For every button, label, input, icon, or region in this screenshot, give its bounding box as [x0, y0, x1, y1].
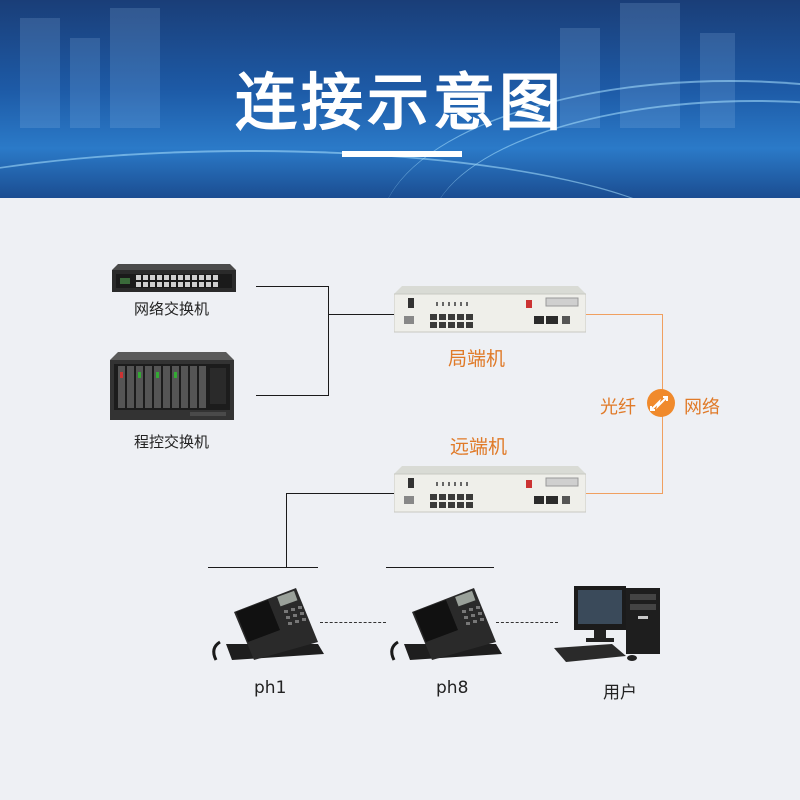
local-unit-device-icon — [394, 286, 586, 333]
local-unit-label: 局端机 — [448, 348, 506, 370]
phone-icon — [212, 588, 324, 661]
phone-icon — [390, 588, 502, 661]
page-title: 连接示意图 — [234, 66, 565, 139]
remote-unit-label: 远端机 — [450, 436, 508, 458]
remote-unit-device-icon — [394, 466, 586, 513]
phone-link-dashed — [320, 622, 386, 623]
banner-decor — [70, 38, 100, 128]
computer-icon — [554, 586, 660, 662]
network-switch-icon — [112, 264, 236, 292]
header-banner: 连接示意图 — [0, 0, 800, 198]
connector-line — [208, 567, 318, 568]
phone8-label: ph8 — [436, 678, 469, 698]
network-switch-label: 网络交换机 — [134, 300, 210, 318]
fiber-line — [584, 493, 663, 494]
banner-decor — [20, 18, 60, 128]
pbx-label: 程控交换机 — [134, 433, 210, 451]
banner-decor — [110, 8, 160, 128]
fiber-label: 光纤 — [600, 397, 636, 418]
connector-line — [286, 493, 394, 494]
fiber-line — [584, 314, 662, 315]
phone1-label: ph1 — [254, 678, 287, 698]
network-label: 网络 — [684, 397, 720, 418]
pbx-chassis-icon — [110, 352, 234, 420]
connector-line — [256, 286, 329, 287]
connector-line — [256, 395, 329, 396]
connector-line — [328, 286, 329, 396]
connector-line — [386, 567, 494, 568]
connector-line — [328, 314, 395, 315]
title-underline — [342, 151, 462, 157]
fiber-link-icon — [647, 389, 675, 417]
connector-line — [286, 493, 287, 567]
user-label: 用户 — [603, 683, 637, 703]
phone-link-dashed — [496, 622, 558, 623]
